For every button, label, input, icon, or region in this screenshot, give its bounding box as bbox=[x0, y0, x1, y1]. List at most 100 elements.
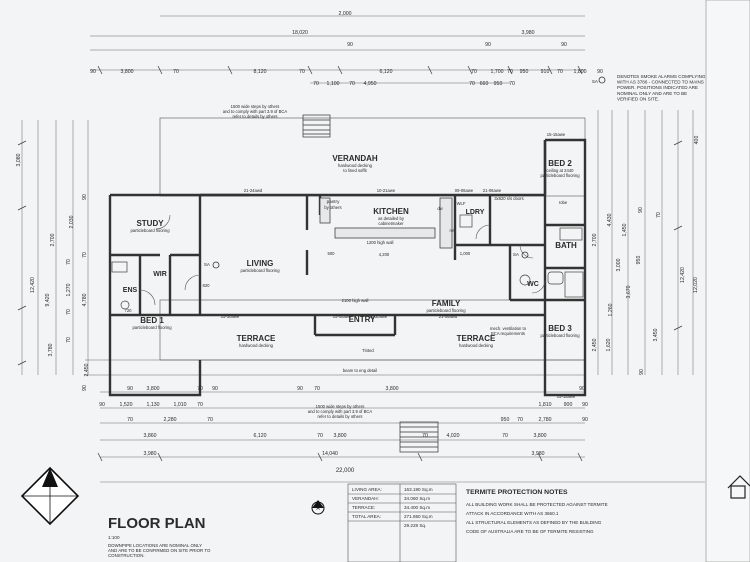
dim-right-3: 4,430 bbox=[607, 213, 613, 226]
smoke-alarm-symbol-living: SA bbox=[204, 262, 211, 267]
dim-top-row-8: 70 bbox=[507, 69, 513, 75]
label-w_15_06: 15-06awe bbox=[333, 314, 352, 319]
label-w_10_21: 10-21awe bbox=[377, 188, 396, 193]
dim-bottom-row3-0: 70 bbox=[127, 417, 133, 423]
dim-left-mid-0: 2,700 bbox=[50, 233, 56, 246]
dim-bottom-row2-1: 1,520 bbox=[120, 402, 133, 408]
dim-top-row3-1: 90 bbox=[485, 42, 491, 48]
steps-note-bottom-2: refer to details by others bbox=[318, 414, 363, 419]
dim-bottom-row2-7: 90 bbox=[582, 402, 588, 408]
termite-title: TERMITE PROTECTION NOTES bbox=[466, 489, 568, 496]
smoke-alarm-note-2: POWER. POSITIONS INDICATED ARE bbox=[617, 85, 698, 90]
dim-bottom-row1-7: 90 bbox=[579, 386, 585, 392]
dim-top-row3-0: 90 bbox=[347, 42, 353, 48]
dim-top-row2-3: 4,950 bbox=[364, 81, 377, 87]
downpipe-note-0: DOWNPIPE LOCATIONS ARE NOMINAL ONLY bbox=[108, 543, 202, 548]
termite-line-3: CODE OF AUSTRALIA ARE TO BE OF TERMITE R… bbox=[466, 529, 594, 534]
dim-bottom-row2-0: 90 bbox=[99, 402, 105, 408]
room-name-bath: BATH bbox=[555, 241, 577, 250]
room-sub-bed1-0: particleboard flooring bbox=[132, 325, 172, 330]
dim-top-row2-0: 70 bbox=[313, 81, 319, 87]
compass-icon bbox=[20, 466, 80, 526]
label-robe: robe bbox=[559, 200, 568, 205]
dim-left-outer-1: 12,420 bbox=[30, 277, 36, 293]
dim-top-3980: 3,980 bbox=[522, 30, 535, 36]
area-label-1: VERANDAH: bbox=[352, 496, 379, 501]
room-sub-terrace_left-0: hardwood decking bbox=[239, 343, 274, 348]
door-swings bbox=[139, 214, 546, 306]
area-value-0: 163.190 Sq.m bbox=[404, 487, 433, 492]
dim-bottom-row3-2: 70 bbox=[207, 417, 213, 423]
dim-top-row-12: 1,800 bbox=[574, 69, 587, 75]
dim-bottom-row2-5: 1,810 bbox=[539, 402, 552, 408]
area-value-1: 34.060 Sq.m bbox=[404, 496, 430, 501]
label-d820: 820 bbox=[203, 283, 211, 288]
bath-fixtures bbox=[111, 214, 584, 310]
room-name-wc: WC bbox=[527, 281, 539, 288]
room-sub-verandah-1: to lined soffit bbox=[343, 168, 367, 173]
dim-top-row-4: 70 bbox=[299, 69, 305, 75]
kitchen-bench bbox=[319, 197, 453, 249]
dim-right-14: 70 bbox=[656, 212, 662, 218]
downpipe-note-2: CONSTRUCTION. bbox=[108, 553, 145, 558]
smoke-alarm-markers bbox=[212, 76, 606, 269]
steps-bottom bbox=[399, 421, 439, 453]
dim-bottom-row3-6: 90 bbox=[582, 417, 588, 423]
dim-bottom-row3-4: 70 bbox=[517, 417, 523, 423]
label-beam_to_eng: beam to eng detail bbox=[343, 368, 378, 373]
walls bbox=[108, 138, 587, 397]
dim-right-5: 12,020 bbox=[693, 277, 699, 293]
room-sub-living-0: particleboard flooring bbox=[240, 268, 280, 273]
dim-left-inner-1: 90 bbox=[82, 194, 88, 200]
dim-bottom-row1-4: 90 bbox=[297, 386, 303, 392]
section-marker-letter: A bbox=[316, 506, 320, 512]
downpipe-note-1: AND ARE TO BE CONFIRMED ON SITE PRIOR TO bbox=[108, 548, 211, 553]
room-sub-bed3-0: particleboard flooring bbox=[540, 333, 580, 338]
smoke-alarm-note-0: DENOTES SMOKE ALARMS COMPLYING bbox=[617, 74, 706, 79]
dim-top-row2-4: 70 bbox=[469, 81, 475, 87]
steps-top bbox=[302, 114, 331, 138]
label-ref: ref bbox=[450, 228, 456, 233]
dim-left-inner-2: 70 bbox=[66, 259, 72, 265]
label-mech-vent-0: mech. ventilation to bbox=[490, 326, 527, 331]
area-value-2: 34.400 Sq.m bbox=[404, 505, 430, 510]
label-w_15: 15-15awe bbox=[547, 132, 566, 137]
room-sub-pantry-0: by others bbox=[324, 205, 341, 210]
dim-top-row-10: 910 bbox=[541, 69, 550, 75]
dim-left-inner-5: 90 bbox=[82, 385, 88, 391]
room-name-bed1: BED 1 bbox=[140, 316, 164, 325]
smoke-alarm-note-4: VERIFIED ON SITE. bbox=[617, 96, 659, 101]
room-name-kitchen: KITCHEN bbox=[373, 207, 409, 216]
dim-right-15: 90 bbox=[639, 369, 645, 375]
area-value-4: 29.228 Sq. bbox=[404, 523, 426, 528]
dimension-ticks bbox=[17, 65, 683, 462]
steps-note-top-0: 1500 wide steps by others bbox=[231, 104, 280, 109]
dim-bottom-row2-2: 1,130 bbox=[147, 402, 160, 408]
dim-top-row-0: 90 bbox=[90, 69, 96, 75]
dim-top-row2-2: 70 bbox=[349, 81, 355, 87]
label-w_15_30: 15-30awe bbox=[221, 314, 240, 319]
label-d720: 720 bbox=[125, 308, 133, 313]
room-sub-bed2-1: particleboard flooring bbox=[540, 173, 580, 178]
dim-top-row-6: 70 bbox=[471, 69, 477, 75]
dim-top-row-7: 1,700 bbox=[491, 69, 504, 75]
dim-left-inner-4: 70 bbox=[66, 337, 72, 343]
dim-right-7: 2,450 bbox=[592, 338, 598, 351]
label-w_09_06: 09-06awe bbox=[455, 188, 474, 193]
room-name-study: STUDY bbox=[136, 219, 164, 228]
dim-left-mid-4: 1,270 bbox=[66, 283, 72, 296]
dim-top-row-5: 6,120 bbox=[380, 69, 393, 75]
termite-line-2: ALL STRUCTURAL ELEMENTS AS DEFINED BY TH… bbox=[466, 520, 602, 525]
dim-left-mid-3: 3,780 bbox=[48, 343, 54, 356]
termite-line-1: ATTACK IN ACCORDANCE WITH AS 3660.1 bbox=[466, 511, 559, 516]
termite-line-0: ALL BUILDING WORK SHALL BE PROTECTED AGA… bbox=[466, 502, 608, 507]
dim-bottom-row5-0: 3,980 bbox=[144, 451, 157, 457]
floor-plan-title: FLOOR PLAN bbox=[108, 515, 206, 532]
dim-left-mid-1: 2,030 bbox=[69, 215, 75, 228]
steps-note-bottom-1: and to comply with part 3.9 of BCA bbox=[308, 409, 373, 414]
dim-left-mid-5: 4,780 bbox=[82, 293, 88, 306]
room-name-terrace_left: TERRACE bbox=[237, 334, 276, 343]
area-label-0: LIVING AREA: bbox=[352, 487, 382, 492]
